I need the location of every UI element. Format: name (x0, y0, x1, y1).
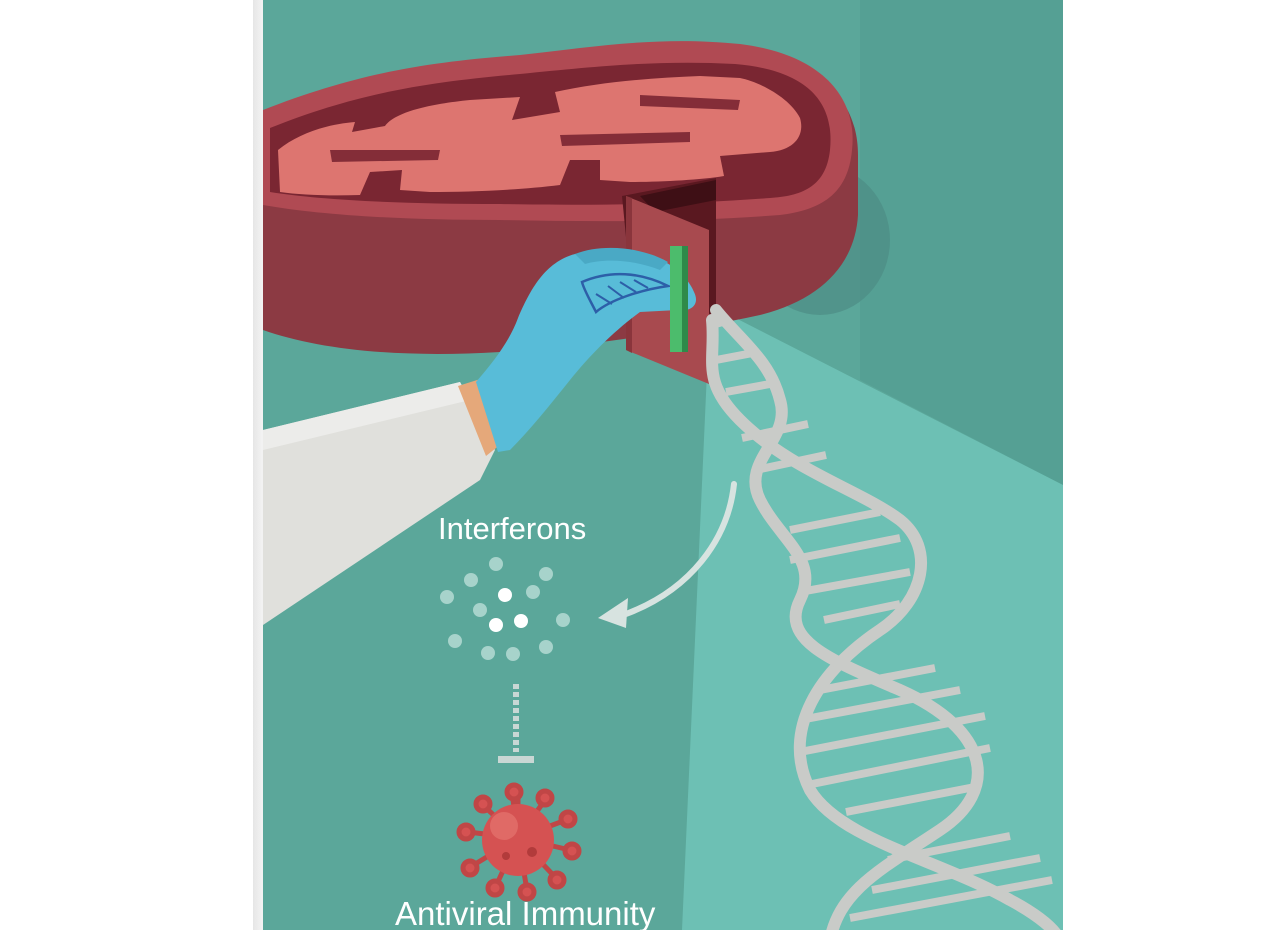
inhibition-bar-icon (498, 684, 534, 763)
gloved-hand-icon (476, 247, 697, 452)
interferons-label: Interferons (438, 511, 587, 546)
mtdna-fragment-icon (670, 246, 688, 352)
interferon-particles-icon (440, 557, 570, 661)
antiviral-immunity-label: Antiviral Immunity (395, 895, 656, 932)
release-arrow (598, 481, 737, 628)
light-beam (682, 305, 1063, 930)
virus-icon (456, 782, 582, 902)
mitochondrion-icon (263, 41, 858, 384)
mtdna-strand-icon (580, 272, 673, 314)
dna-double-helix-icon (706, 304, 1061, 930)
right-shade (860, 0, 1063, 485)
panel-edge-shadow (253, 0, 265, 930)
